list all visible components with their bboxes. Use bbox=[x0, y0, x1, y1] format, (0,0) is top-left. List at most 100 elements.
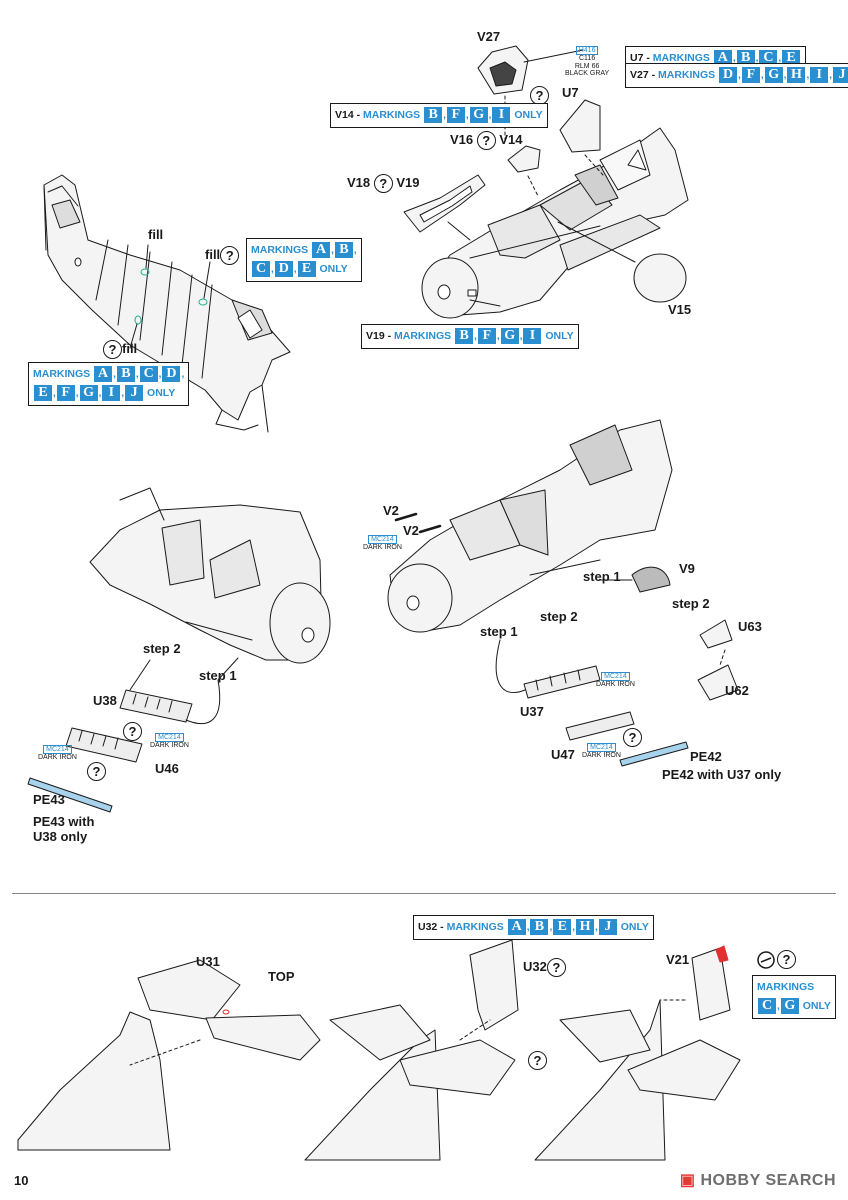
callout-fill-text: fill bbox=[205, 246, 221, 262]
paint-tag-u38: MC214 DARK IRON bbox=[150, 733, 189, 750]
markings-prefix: U32 - bbox=[418, 921, 447, 933]
markings-only: ONLY bbox=[545, 330, 574, 342]
paint-name: DARK IRON bbox=[38, 754, 77, 762]
callout-pe43-note-line1: PE43 with bbox=[33, 814, 95, 829]
marking-letter: J bbox=[125, 385, 144, 402]
callout-step1-b: step 1 bbox=[480, 624, 518, 639]
markings-box-u32: U32 - MARKINGS A,B,E,H,J ONLY bbox=[413, 915, 654, 940]
question-circle-icon: ? bbox=[476, 131, 496, 150]
nose-underside-right-drawing bbox=[387, 419, 739, 767]
markings-box-v19: V19 - MARKINGS B,F,G,I ONLY bbox=[361, 324, 579, 349]
marking-letter: B bbox=[424, 107, 443, 124]
callout-pe42: PE42 bbox=[690, 749, 722, 764]
markings-only: ONLY bbox=[620, 921, 649, 933]
marking-letter: G bbox=[469, 107, 488, 124]
paint-code: MC214 bbox=[587, 743, 616, 753]
callout-v27: V27 bbox=[477, 29, 501, 44]
paint-name: DARK IRON bbox=[363, 544, 402, 552]
question-circle-icon: ? bbox=[123, 722, 142, 741]
callout-v14-text: V14 bbox=[499, 131, 523, 147]
markings-word: MARKINGS bbox=[394, 330, 452, 342]
marking-letter: I bbox=[523, 328, 542, 345]
marking-letter: B bbox=[736, 50, 755, 67]
callout-v18-v19: V18 ? V19 bbox=[347, 174, 420, 193]
marking-letter: B bbox=[116, 366, 135, 383]
callout-pe43: PE43 bbox=[33, 792, 65, 807]
callout-v19-text: V19 bbox=[396, 174, 420, 190]
callout-u63: U63 bbox=[738, 619, 762, 634]
markings-prefix: V19 - bbox=[366, 330, 395, 342]
marking-letter: A bbox=[312, 242, 331, 259]
marking-letter: I bbox=[102, 385, 121, 402]
marking-letter: E bbox=[553, 919, 572, 936]
question-circle-icon: ? bbox=[373, 174, 393, 193]
paint-code: MC214 bbox=[43, 745, 72, 755]
paint-code: MC214 bbox=[601, 672, 630, 682]
watermark-text: HOBBY SEARCH bbox=[700, 1172, 836, 1189]
paint-tag-v2: MC214 DARK IRON bbox=[363, 535, 402, 552]
section-divider bbox=[12, 893, 836, 894]
marking-letter: I bbox=[810, 67, 829, 84]
marking-letter: B bbox=[334, 242, 353, 259]
marking-letter: G bbox=[780, 998, 799, 1015]
markings-word: MARKINGS bbox=[251, 244, 309, 256]
paint-code: MC214 bbox=[368, 535, 397, 545]
markings-box-fill-abcde: MARKINGS A,B, C,D,E ONLY bbox=[246, 238, 362, 282]
watermark-logo: ▣ HOBBY SEARCH bbox=[680, 1170, 836, 1190]
marking-letter: E bbox=[34, 385, 52, 402]
callout-v2-b: V2 bbox=[403, 523, 419, 538]
paint-name-blackgray: BLACK GRAY bbox=[565, 70, 610, 78]
markings-box-fill-big: MARKINGS A,B,C,D, E,F,G,I,J ONLY bbox=[28, 362, 190, 406]
callout-v16-text: V16 bbox=[450, 131, 474, 147]
markings-only: ONLY bbox=[514, 109, 543, 121]
callout-pe42-note: PE42 with U37 only bbox=[662, 767, 782, 782]
markings-box-v14: V14 - MARKINGS B,F,G,I ONLY bbox=[330, 103, 548, 128]
callout-v2-a: V2 bbox=[383, 503, 399, 518]
marking-letter: J bbox=[598, 919, 617, 936]
paint-name: DARK IRON bbox=[150, 742, 189, 750]
callout-u31: U31 bbox=[196, 954, 220, 969]
callout-u32-text: U32 bbox=[523, 958, 547, 974]
callout-u47: U47 bbox=[551, 747, 575, 762]
marking-letter: F bbox=[446, 107, 465, 124]
question-circle-icon: ? bbox=[546, 958, 566, 977]
page-number: 10 bbox=[14, 1173, 29, 1188]
marking-letter: B bbox=[530, 919, 549, 936]
marking-letter: H bbox=[787, 67, 806, 84]
marking-letter: F bbox=[477, 328, 496, 345]
marking-letter: B bbox=[455, 328, 474, 345]
paint-tag-v27: H416 C116 RLM 66 BLACK GRAY bbox=[565, 46, 609, 77]
markings-box-v27: V27 - MARKINGS D,F,G,H,I,J bbox=[625, 63, 848, 88]
callout-step2-a: step 2 bbox=[672, 596, 710, 611]
paint-code-h416: H416 bbox=[575, 46, 599, 56]
marking-letter: D bbox=[274, 261, 293, 278]
rear-fuselage-fill-drawing bbox=[43, 174, 291, 433]
question-circle-icon: ? bbox=[103, 340, 122, 359]
markings-word: MARKINGS bbox=[652, 52, 710, 64]
callout-u38: U38 bbox=[93, 693, 117, 708]
marking-letter: E bbox=[782, 50, 801, 67]
marking-letter: C bbox=[139, 366, 158, 383]
paint-tag-u37: MC214 DARK IRON bbox=[596, 672, 635, 689]
marking-letter: C bbox=[759, 50, 778, 67]
marking-letter: G bbox=[500, 328, 519, 345]
callout-step1-c: step 1 bbox=[199, 668, 237, 683]
marking-letter: D bbox=[719, 67, 738, 84]
paint-name: DARK IRON bbox=[582, 752, 621, 760]
callout-u62: U62 bbox=[725, 683, 749, 698]
paint-code-c116: C116 bbox=[579, 55, 596, 63]
question-circle-icon: ? bbox=[623, 728, 642, 747]
callout-fill-2: fill? bbox=[205, 246, 240, 265]
marking-letter: C bbox=[758, 998, 776, 1015]
nose-underside-left-drawing bbox=[27, 487, 331, 813]
marking-letter: A bbox=[94, 366, 113, 383]
marking-letter: A bbox=[507, 919, 526, 936]
paint-name-rlm66: RLM 66 bbox=[574, 62, 600, 70]
marking-letter: D bbox=[162, 366, 181, 383]
callout-u7: U7 bbox=[562, 85, 579, 100]
question-circle-icon: ? bbox=[87, 762, 106, 781]
marking-letter: F bbox=[56, 385, 75, 402]
question-circle-icon: ? bbox=[220, 246, 240, 265]
callout-u32: U32? bbox=[523, 958, 566, 977]
